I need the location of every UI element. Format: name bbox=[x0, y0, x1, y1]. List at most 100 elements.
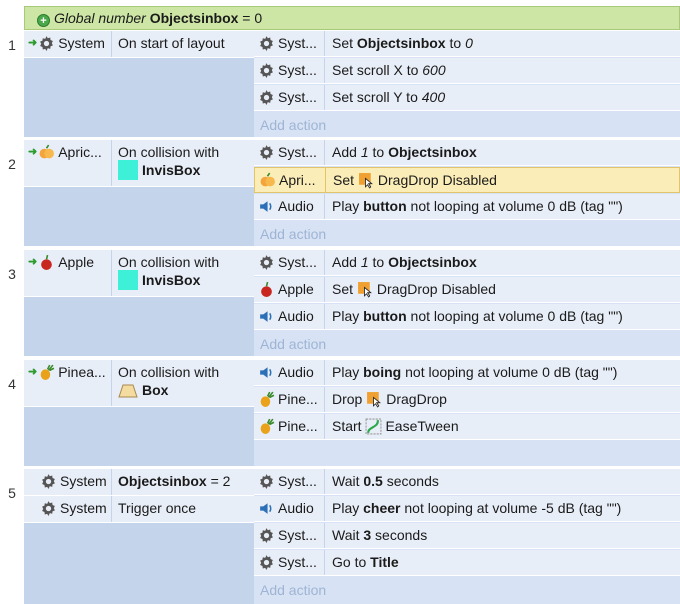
action-row[interactable]: Pine... Start EaseTween bbox=[254, 414, 680, 440]
action-text: Play button not looping at volume 0 dB (… bbox=[332, 308, 623, 324]
action-object: Audio bbox=[254, 304, 325, 329]
add-action-link[interactable]: Add action bbox=[260, 582, 327, 598]
add-action-link[interactable]: Add action bbox=[260, 336, 327, 352]
action-block[interactable]: Syst... Wait 0.5 seconds Audio Play chee… bbox=[254, 469, 680, 604]
add-action-link[interactable]: Add action bbox=[260, 226, 327, 242]
condition-row[interactable]: System Trigger once bbox=[24, 496, 254, 523]
condition-block[interactable]: ➜System On start of layout bbox=[24, 31, 254, 137]
global-variable-row[interactable]: +Global number Objectsinbox = 0 bbox=[24, 6, 680, 30]
condition-text: On start of layout bbox=[118, 35, 225, 51]
global-variable-value: = 0 bbox=[242, 10, 263, 26]
action-text: Drop DragDrop bbox=[332, 391, 447, 408]
apricot-sprite-icon bbox=[39, 144, 55, 159]
apple-sprite-icon bbox=[41, 254, 53, 270]
action-object: Apri... bbox=[255, 168, 326, 192]
action-row[interactable]: Syst... Add 1 to Objectsinbox bbox=[254, 250, 680, 276]
event-number: 5 bbox=[8, 485, 16, 501]
action-object: Syst... bbox=[254, 31, 325, 56]
condition-object: System bbox=[24, 469, 112, 495]
action-object: Pine... bbox=[254, 414, 325, 439]
add-action-link[interactable]: Add action bbox=[260, 117, 327, 133]
action-block[interactable]: Audio Play boing not looping at volume 0… bbox=[254, 360, 680, 466]
action-row[interactable]: Syst... Add 1 to Objectsinbox bbox=[254, 140, 680, 166]
action-object: Apple bbox=[254, 277, 325, 302]
condition-row[interactable]: ➜System On start of layout bbox=[24, 31, 254, 58]
action-object: Audio bbox=[254, 194, 325, 219]
action-text: Play cheer not looping at volume -5 dB (… bbox=[332, 500, 622, 516]
action-row[interactable]: Audio Play boing not looping at volume 0… bbox=[254, 360, 680, 386]
system-gear-icon bbox=[260, 528, 273, 543]
invisbox-sprite-icon bbox=[118, 270, 138, 290]
invisbox-sprite-icon bbox=[118, 160, 138, 180]
global-variable-keyword: Global number bbox=[54, 10, 146, 26]
action-object: Syst... bbox=[254, 469, 325, 494]
action-text: Set Objectsinbox to 0 bbox=[332, 35, 473, 51]
action-row[interactable]: Apple Set DragDrop Disabled bbox=[254, 277, 680, 303]
action-text: Go to Title bbox=[332, 554, 399, 570]
event-number: 4 bbox=[8, 376, 16, 392]
audio-speaker-icon bbox=[260, 367, 272, 378]
action-text: Play button not looping at volume 0 dB (… bbox=[332, 198, 623, 214]
action-row[interactable]: Audio Play button not looping at volume … bbox=[254, 304, 680, 330]
action-row[interactable]: Syst... Set Objectsinbox to 0 bbox=[254, 31, 680, 57]
box-sprite-icon bbox=[118, 384, 138, 398]
global-variable-icon: + bbox=[37, 14, 50, 27]
action-row[interactable]: Syst... Wait 0.5 seconds bbox=[254, 469, 680, 495]
pineapple-sprite-icon bbox=[260, 391, 275, 407]
action-object: Syst... bbox=[254, 58, 325, 83]
action-row[interactable]: Audio Play button not looping at volume … bbox=[254, 194, 680, 220]
event-1[interactable]: 1 ➜System On start of layout Syst... Set… bbox=[0, 31, 680, 137]
trigger-arrow-icon: ➜ bbox=[28, 256, 38, 268]
condition-block[interactable]: System Objectsinbox = 2 System Trigger o… bbox=[24, 469, 254, 604]
system-gear-icon bbox=[260, 63, 273, 78]
pineapple-sprite-icon bbox=[260, 418, 275, 434]
system-gear-icon bbox=[260, 36, 273, 51]
action-text: Play boing not looping at volume 0 dB (t… bbox=[332, 364, 618, 380]
action-row-selected[interactable]: Apri... Set DragDrop Disabled bbox=[254, 167, 680, 193]
action-object: Syst... bbox=[254, 140, 325, 165]
action-row[interactable]: Syst... Wait 3 seconds bbox=[254, 523, 680, 549]
action-row[interactable]: Syst... Set scroll Y to 400 bbox=[254, 85, 680, 111]
action-text: Set DragDrop Disabled bbox=[333, 172, 497, 189]
action-text: Add 1 to Objectsinbox bbox=[332, 144, 477, 160]
action-block[interactable]: Syst... Set Objectsinbox to 0 Syst... Se… bbox=[254, 31, 680, 137]
condition-object: ➜Pinea... bbox=[24, 360, 112, 406]
action-object: Syst... bbox=[254, 85, 325, 110]
dragdrop-behavior-icon bbox=[367, 392, 382, 408]
event-5[interactable]: 5 System Objectsinbox = 2 System Trigger… bbox=[0, 469, 680, 604]
system-gear-icon bbox=[260, 90, 273, 105]
action-block[interactable]: Syst... Add 1 to Objectsinbox Apri... Se… bbox=[254, 140, 680, 246]
action-object: Syst... bbox=[254, 250, 325, 275]
condition-object: ➜Apple bbox=[24, 250, 112, 296]
dragdrop-behavior-icon bbox=[358, 173, 373, 189]
condition-object: System bbox=[24, 496, 112, 522]
event-number: 2 bbox=[8, 156, 16, 172]
condition-text: Trigger once bbox=[118, 500, 197, 516]
system-gear-icon bbox=[42, 501, 55, 516]
audio-speaker-icon bbox=[260, 311, 272, 322]
action-block[interactable]: Syst... Add 1 to Objectsinbox Apple Set … bbox=[254, 250, 680, 356]
action-row[interactable]: Syst... Go to Title bbox=[254, 550, 680, 576]
action-object: Audio bbox=[254, 360, 325, 385]
action-object: Syst... bbox=[254, 523, 325, 548]
action-row[interactable]: Syst... Set scroll X to 600 bbox=[254, 58, 680, 84]
system-gear-icon bbox=[260, 474, 273, 489]
easetween-behavior-icon bbox=[366, 418, 382, 435]
action-row[interactable]: Audio Play cheer not looping at volume -… bbox=[254, 496, 680, 522]
action-row[interactable]: Pine... Drop DragDrop bbox=[254, 387, 680, 413]
action-text: Wait 3 seconds bbox=[332, 527, 428, 543]
condition-row[interactable]: System Objectsinbox = 2 bbox=[24, 469, 254, 496]
pineapple-sprite-icon bbox=[40, 364, 55, 380]
